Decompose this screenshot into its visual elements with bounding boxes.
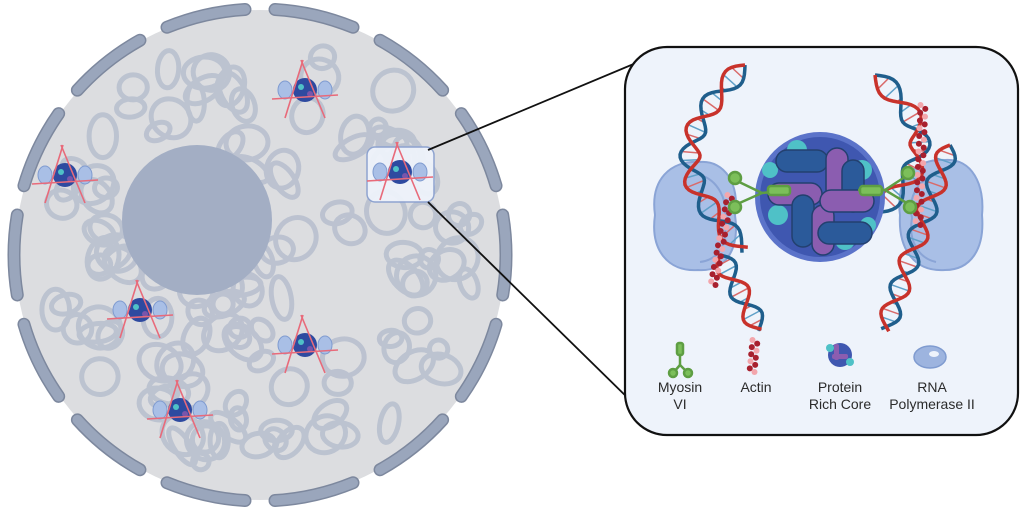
legend-rnap-line1: RNA — [917, 379, 947, 395]
rna-polymerase-left — [653, 160, 737, 272]
legend-myosin-line1: Myosin — [657, 379, 703, 395]
legend-label-rna-polymerase: RNA Polymerase II — [882, 379, 982, 413]
legend-label-actin: Actin — [726, 379, 786, 396]
callout-line-top — [427, 57, 649, 151]
chromatin — [39, 43, 485, 473]
highlighted-condensate — [366, 141, 434, 201]
callout-line-bottom — [427, 201, 636, 406]
actin-filament-left — [708, 192, 735, 288]
actin-icon — [746, 337, 761, 375]
condensate — [271, 314, 339, 374]
rna-polymerase-icon — [913, 345, 947, 369]
condensate — [271, 59, 339, 119]
protein-rich-core — [755, 132, 885, 262]
protein-core-icon — [826, 343, 854, 367]
legend-core-line2: Rich Core — [808, 396, 872, 412]
myosin-icon — [667, 341, 694, 379]
condensate — [146, 379, 214, 439]
legend-label-myosin: Myosin VI — [650, 379, 710, 413]
condensate — [106, 279, 174, 339]
legend-myosin-line2: VI — [673, 396, 687, 412]
nucleolus — [122, 145, 272, 295]
actin-filament-right — [912, 102, 929, 228]
myosin-vi-right — [858, 165, 918, 215]
legend-actin-line1: Actin — [740, 379, 772, 395]
legend-rnap-line2: Polymerase II — [889, 396, 975, 412]
condensate — [31, 144, 99, 204]
legend-label-protein-core: Protein Rich Core — [800, 379, 880, 413]
actin-icon-filament — [746, 337, 761, 375]
legend-core-line1: Protein — [817, 379, 863, 395]
dna-right-lower — [879, 143, 958, 333]
myosin-vi-left — [727, 170, 792, 215]
